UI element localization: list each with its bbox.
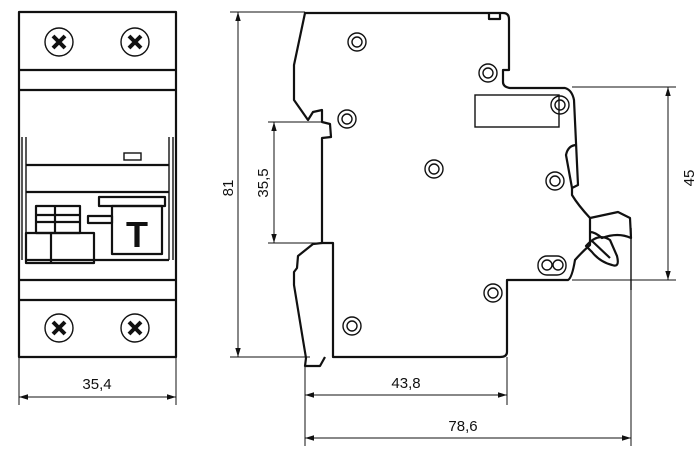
- test-button-label: T: [126, 214, 148, 255]
- dimension-front-width: 35,4: [18, 357, 177, 405]
- front-housing: [17, 10, 178, 359]
- toggle-lever: [24, 204, 96, 265]
- latch: [564, 143, 578, 189]
- screw-icon: [44, 313, 74, 343]
- dimension-label: 78,6: [448, 418, 477, 435]
- screw-icon: [44, 27, 74, 57]
- rivet-icon: [337, 32, 570, 336]
- toggle-lever: [584, 210, 633, 267]
- dimension-label: 43,8: [391, 375, 420, 392]
- side-housing: [292, 11, 592, 359]
- dimension-total-depth: 78,6: [305, 290, 632, 446]
- dimension-label: 45: [681, 170, 698, 187]
- screw-icon: [120, 27, 150, 57]
- dimension-label: 81: [220, 180, 237, 197]
- screw-icon: [120, 313, 150, 343]
- dimension-label: 35,4: [82, 376, 111, 393]
- dimension-height: 81: [220, 11, 310, 358]
- dimension-rail-width: 35,5: [255, 121, 322, 244]
- dimension-depth-to-front: 43,8: [304, 357, 508, 446]
- side-view: [292, 11, 633, 368]
- dimension-label: 35,5: [255, 168, 272, 197]
- front-view: T: [17, 10, 178, 359]
- indicator-window: [123, 152, 142, 161]
- dimension-front-height: 45: [572, 86, 698, 281]
- label-plate: [474, 94, 560, 128]
- test-button[interactable]: T: [110, 204, 164, 256]
